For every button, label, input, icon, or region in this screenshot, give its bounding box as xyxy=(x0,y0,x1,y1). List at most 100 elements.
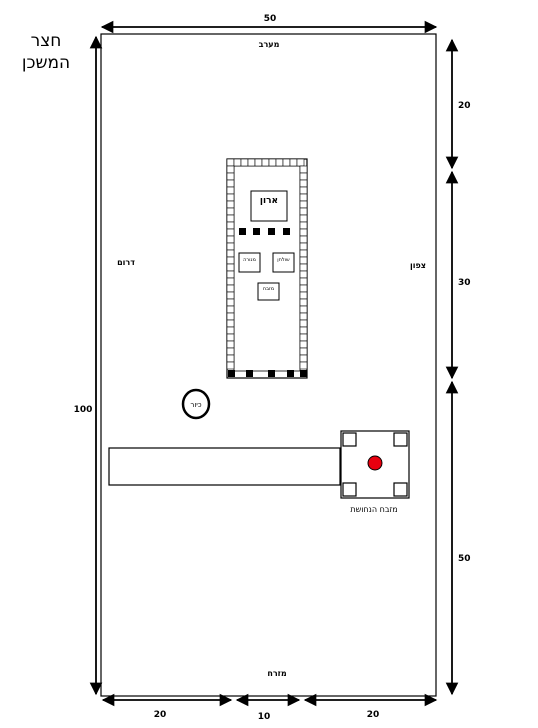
wall-board xyxy=(226,221,235,230)
north-bottom-label: 50 xyxy=(458,554,471,564)
wall-board xyxy=(226,298,235,307)
wall-board xyxy=(226,319,235,328)
bottom-right-label: 20 xyxy=(367,710,380,720)
parochet-pillar xyxy=(255,228,258,235)
length-label: 100 xyxy=(74,405,93,415)
wall-board xyxy=(299,277,308,286)
wall-board xyxy=(299,333,308,342)
wall-board xyxy=(299,193,308,202)
direction-north: צפון xyxy=(410,261,426,270)
bottom-gate-label: 10 xyxy=(258,712,271,722)
altar-fire-icon xyxy=(367,455,383,471)
wall-board xyxy=(254,158,263,167)
wall-board xyxy=(226,284,235,293)
wall-board xyxy=(247,158,256,167)
wall-board xyxy=(226,207,235,216)
incense-altar-label: מזבח xyxy=(263,286,274,292)
wall-board xyxy=(299,172,308,181)
wall-board xyxy=(299,249,308,258)
wall-board xyxy=(299,319,308,328)
wall-board xyxy=(226,256,235,265)
laver xyxy=(181,388,211,420)
altar-horn-top-right xyxy=(393,432,408,447)
wall-board xyxy=(261,158,270,167)
incense-altar-box xyxy=(257,282,280,301)
wall-board xyxy=(226,277,235,286)
menorah-label: מנורה xyxy=(243,257,256,263)
direction-west: מערב xyxy=(259,40,280,49)
entrance-pillar xyxy=(248,370,251,377)
wall-board xyxy=(299,214,308,223)
parochet-pillar xyxy=(270,228,273,235)
wall-board xyxy=(240,158,249,167)
parochet-pillar xyxy=(283,228,290,235)
wall-board xyxy=(299,347,308,356)
entrance-pillar xyxy=(300,370,307,377)
copper-altar xyxy=(340,430,410,499)
wall-board xyxy=(268,158,277,167)
wall-board xyxy=(299,361,308,370)
altar-ramp xyxy=(108,447,341,486)
laver-label: כיור xyxy=(190,401,201,409)
wall-board xyxy=(226,200,235,209)
parochet-pillar xyxy=(239,228,246,235)
wall-board xyxy=(226,263,235,272)
wall-board xyxy=(226,333,235,342)
north-top-label: 20 xyxy=(458,101,471,111)
wall-board xyxy=(299,270,308,279)
title-line-1: חצר xyxy=(30,31,62,51)
wall-board xyxy=(299,312,308,321)
wall-board xyxy=(226,305,235,314)
menorah-box xyxy=(238,252,261,273)
table-box xyxy=(272,252,295,273)
wall-board xyxy=(299,186,308,195)
wall-board xyxy=(299,221,308,230)
mishkan-pillars xyxy=(228,228,307,377)
wall-board xyxy=(226,214,235,223)
wall-board xyxy=(299,165,308,174)
wall-board xyxy=(299,263,308,272)
wall-board xyxy=(299,179,308,188)
direction-east: מזרח xyxy=(267,669,287,678)
width-label: 50 xyxy=(264,14,277,24)
wall-board xyxy=(299,291,308,300)
wall-board xyxy=(289,158,298,167)
wall-board xyxy=(226,354,235,363)
wall-board xyxy=(233,158,242,167)
wall-board xyxy=(299,298,308,307)
wall-board xyxy=(226,186,235,195)
altar-horn-top-left xyxy=(342,432,357,447)
wall-board xyxy=(226,172,235,181)
entrance-pillar xyxy=(228,370,235,377)
bottom-left-label: 20 xyxy=(154,710,167,720)
altar-horn-bottom-left xyxy=(342,482,357,497)
wall-board xyxy=(226,291,235,300)
courtyard-boundary xyxy=(100,33,437,697)
wall-board xyxy=(226,347,235,356)
wall-board xyxy=(226,249,235,258)
wall-board xyxy=(299,235,308,244)
wall-board xyxy=(299,256,308,265)
wall-board xyxy=(299,207,308,216)
wall-board xyxy=(299,326,308,335)
wall-board xyxy=(275,158,284,167)
wall-board xyxy=(296,158,305,167)
wall-board xyxy=(282,158,291,167)
wall-board xyxy=(299,340,308,349)
wall-board xyxy=(299,228,308,237)
altar-horn-bottom-right xyxy=(393,482,408,497)
mishkan: ארון מנורה שולחן מזבח xyxy=(226,158,308,379)
wall-board xyxy=(299,200,308,209)
table-label: שולחן xyxy=(277,257,290,263)
north-middle-label: 30 xyxy=(458,278,471,288)
wall-board xyxy=(226,193,235,202)
wall-board xyxy=(226,270,235,279)
wall-board xyxy=(226,312,235,321)
wall-board xyxy=(226,242,235,251)
entrance-pillar xyxy=(287,370,294,377)
direction-south: דרום xyxy=(117,258,135,267)
wall-board xyxy=(226,179,235,188)
wall-board xyxy=(299,305,308,314)
wall-board xyxy=(299,242,308,251)
